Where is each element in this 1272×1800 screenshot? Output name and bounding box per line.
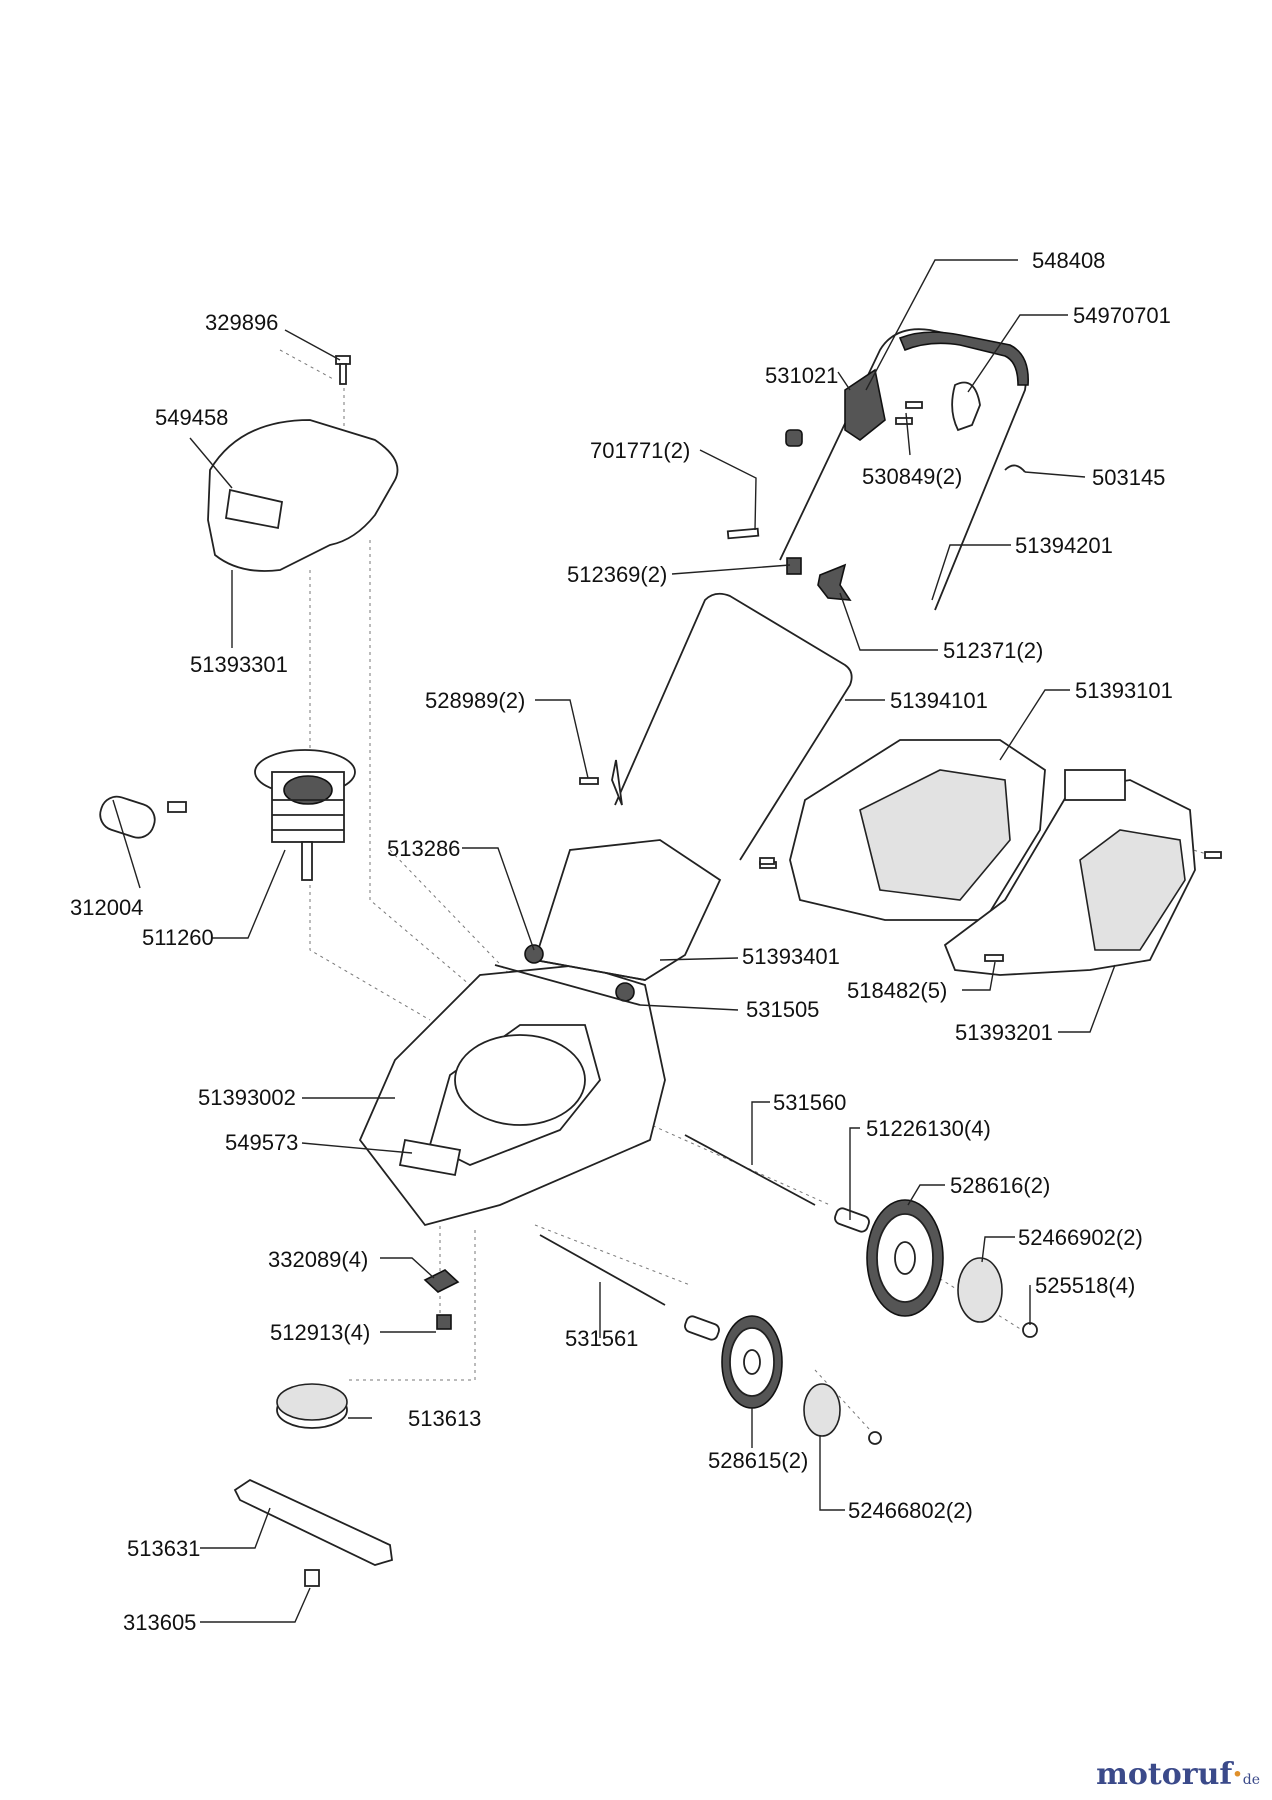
knobs-drawing bbox=[786, 557, 852, 601]
screw-329896-drawing bbox=[335, 355, 351, 385]
grass-catcher-drawing bbox=[789, 739, 1196, 976]
watermark-name: motoruf bbox=[1096, 1757, 1233, 1792]
rear-wheel-drawing bbox=[866, 1199, 944, 1317]
label-531560: 531560 bbox=[773, 1090, 846, 1115]
lower-handle-drawing bbox=[611, 592, 853, 861]
blade-drawing bbox=[233, 1478, 393, 1566]
label-51393201: 51393201 bbox=[955, 1020, 1053, 1045]
label-549458: 549458 bbox=[155, 405, 228, 430]
label-513286: 513286 bbox=[387, 836, 460, 861]
label-701771: 701771(2) bbox=[590, 438, 690, 463]
label-51393101: 51393101 bbox=[1075, 678, 1173, 703]
label-528989: 528989(2) bbox=[425, 688, 525, 713]
label-531021: 531021 bbox=[765, 363, 838, 388]
label-503145: 503145 bbox=[1092, 465, 1165, 490]
label-549573: 549573 bbox=[225, 1130, 298, 1155]
motor-cover-drawing bbox=[207, 419, 399, 572]
label-531505: 531505 bbox=[746, 997, 819, 1022]
deck-bolts-drawing bbox=[423, 1269, 460, 1330]
connector-drawing bbox=[167, 801, 187, 813]
switch-drawing bbox=[785, 368, 981, 447]
label-51393002: 51393002 bbox=[198, 1085, 296, 1110]
label-312004: 312004 bbox=[70, 895, 143, 920]
label-51394101: 51394101 bbox=[890, 688, 988, 713]
label-513631: 513631 bbox=[127, 1536, 200, 1561]
flap-drawing bbox=[533, 839, 722, 981]
axles-drawing bbox=[539, 1134, 816, 1306]
label-518482: 518482(5) bbox=[847, 978, 947, 1003]
motor-drawing bbox=[254, 749, 356, 881]
watermark-logo: motoruf·de bbox=[1096, 1757, 1260, 1792]
label-313605: 313605 bbox=[123, 1610, 196, 1635]
label-51393401: 51393401 bbox=[742, 944, 840, 969]
mower-deck-drawing bbox=[358, 964, 666, 1227]
bolts-drawing bbox=[726, 401, 923, 540]
watermark-tld: de bbox=[1242, 1772, 1260, 1788]
springs-drawing bbox=[494, 944, 641, 1006]
bushings-drawing bbox=[684, 1207, 870, 1341]
label-511260: 511260 bbox=[142, 925, 214, 950]
label-329896: 329896 bbox=[205, 310, 278, 335]
label-52466802: 52466802(2) bbox=[848, 1498, 973, 1523]
label-332089: 332089(4) bbox=[268, 1247, 368, 1272]
clip-drawing bbox=[1004, 464, 1026, 473]
label-51393301: 51393301 bbox=[190, 652, 288, 677]
fan-drawing bbox=[276, 1383, 348, 1429]
screws-518482-drawing bbox=[759, 851, 1222, 962]
label-525518: 525518(4) bbox=[1035, 1273, 1135, 1298]
front-wheel-drawing bbox=[721, 1315, 783, 1409]
front-hubcap-drawing bbox=[803, 1383, 882, 1445]
label-528615: 528615(2) bbox=[708, 1448, 808, 1473]
label-512371: 512371(2) bbox=[943, 638, 1043, 663]
label-513613: 513613 bbox=[408, 1406, 481, 1431]
label-528616: 528616(2) bbox=[950, 1173, 1050, 1198]
capacitor-drawing bbox=[99, 795, 156, 839]
rear-hubcap-drawing bbox=[957, 1257, 1038, 1338]
label-531561: 531561 bbox=[565, 1326, 638, 1351]
label-512913: 512913(4) bbox=[270, 1320, 370, 1345]
label-512369: 512369(2) bbox=[567, 562, 667, 587]
label-51226130: 51226130(4) bbox=[866, 1116, 991, 1141]
label-548408: 548408 bbox=[1032, 248, 1105, 273]
label-51394201: 51394201 bbox=[1015, 533, 1113, 558]
label-54970701: 54970701 bbox=[1073, 303, 1171, 328]
label-52466902: 52466902(2) bbox=[1018, 1225, 1143, 1250]
leader-lines bbox=[112, 259, 1116, 1623]
label-530849: 530849(2) bbox=[862, 464, 962, 489]
watermark-dot: · bbox=[1232, 1757, 1243, 1792]
blade-bolt-drawing bbox=[304, 1569, 320, 1587]
part-labels: 329896 549458 51393301 312004 511260 513… bbox=[70, 248, 1173, 1635]
